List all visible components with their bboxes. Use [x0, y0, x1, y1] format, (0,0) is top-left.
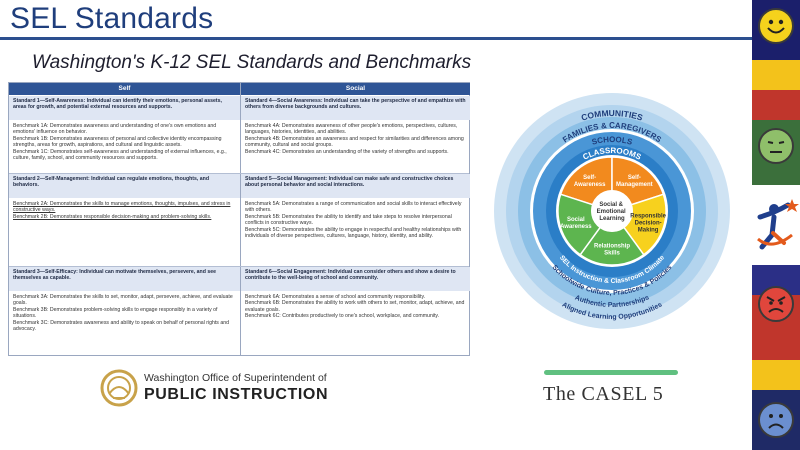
ospi-name-line1: Washington Office of Superintendent of [144, 372, 327, 384]
sel-standards-table: Self Social Standard 1—Self-Awareness: I… [8, 82, 470, 356]
center-circle [591, 190, 633, 232]
sad-face-icon [758, 402, 794, 438]
ospi-name-line2: PUBLIC INSTRUCTION [144, 386, 329, 403]
casel-wheel-diagram: COMMUNITIES FAMILIES & CAREGIVERS SCHOOL… [494, 93, 730, 329]
casel-accent-bar [544, 370, 678, 375]
standard-4-benchmarks: Benchmark 4A: Demonstrates awareness of … [245, 123, 464, 155]
label-communities: COMMUNITIES [580, 108, 644, 123]
standard-3-header: Standard 3—Self-Efficacy: Individual can… [9, 267, 240, 291]
happy-face-icon [758, 8, 794, 44]
slide-title: SEL Standards [10, 2, 214, 35]
slide-subtitle: Washington's K-12 SEL Standards and Benc… [32, 52, 472, 73]
column-header-social: Social [241, 83, 470, 95]
standard-2-header: Standard 2—Self-Management: Individual c… [9, 174, 240, 198]
standard-3-benchmarks: Benchmark 3A: Demonstrates the skills to… [13, 294, 233, 333]
segment-label-self-management: Self-Management [616, 175, 653, 188]
ospi-emblem-icon [100, 369, 138, 407]
title-divider [0, 37, 752, 40]
standard-6-header: Standard 6—Social Engagement: Individual… [241, 267, 470, 291]
center-label: Social & Emotional Learning [597, 202, 628, 222]
ospi-logo: Washington Office of Superintendent of P… [100, 366, 360, 414]
segment-label-self-awareness: Self-Awareness [574, 175, 606, 188]
standard-5-benchmarks: Benchmark 5A: Demonstrates a range of co… [245, 201, 462, 240]
label-schools: SCHOOLS [591, 135, 634, 147]
standard-1-header: Standard 1—Self-Awareness: Individual ca… [9, 96, 240, 120]
standard-1-benchmarks: Benchmark 1A: Demonstrates awareness and… [13, 123, 227, 162]
star-figure-icon [752, 195, 800, 253]
standard-2-benchmarks: Benchmark 2A: Demonstrates the skills to… [13, 201, 231, 220]
angry-face-icon [758, 286, 794, 322]
standard-5-header: Standard 5—Social Management: Individual… [241, 174, 470, 198]
standard-6-benchmarks: Benchmark 6A: Demonstrates a sense of sc… [245, 294, 465, 320]
casel-caption: The CASEL 5 [543, 383, 664, 405]
standard-4-header: Standard 4—Social Awareness: Individual … [241, 96, 470, 120]
column-header-self: Self [9, 83, 240, 95]
neutral-face-icon [758, 128, 794, 164]
